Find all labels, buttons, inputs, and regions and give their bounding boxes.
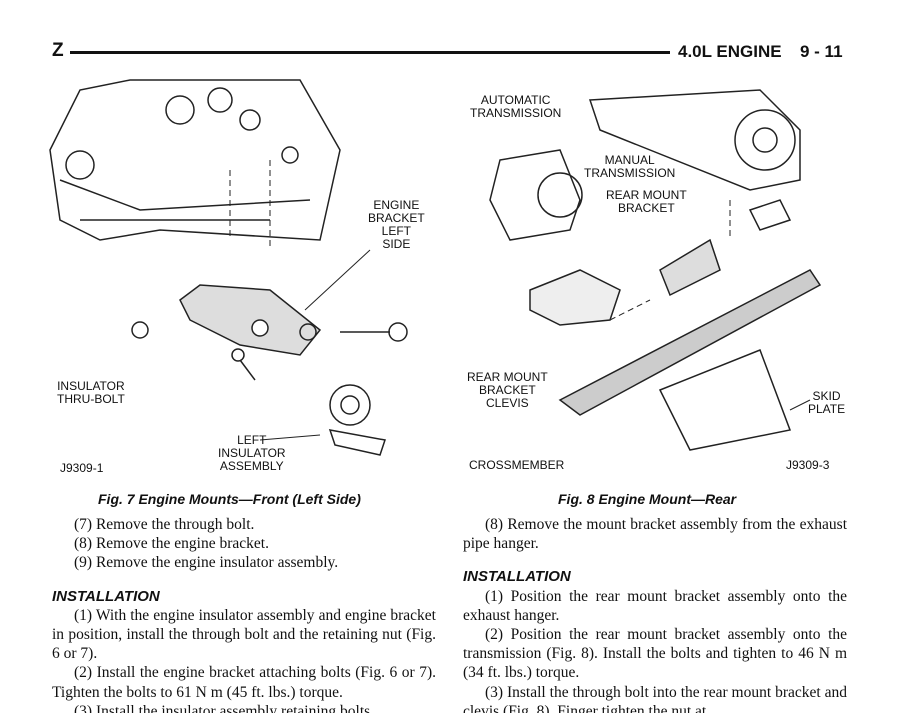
step-9: (9) Remove the engine insulator assembly… <box>74 554 339 572</box>
right-column: (8) Remove the mount bracket assembly fr… <box>463 515 847 713</box>
left-column: (7) Remove the through bolt. (8) Remove … <box>52 515 436 713</box>
label-engine-bracket: ENGINE BRACKET LEFT SIDE <box>368 198 425 251</box>
fig7-code: J9309-1 <box>60 461 104 475</box>
fig8-illustration <box>489 89 822 451</box>
label-crossmember: CROSSMEMBER <box>469 458 565 472</box>
label-skid-plate: SKID PLATE <box>808 389 846 416</box>
page-number: 9 - 11 <box>800 42 843 61</box>
fig7-caption: Fig. 7 Engine Mounts—Front (Left Side) <box>98 491 361 507</box>
header-rule <box>70 51 670 54</box>
step-8: (8) Remove the engine bracket. <box>74 535 269 553</box>
installation-heading: INSTALLATION <box>52 587 160 605</box>
rear-install-step-1: (1) Position the rear mount bracket asse… <box>463 587 847 624</box>
install-step-1: (1) With the engine insulator assembly a… <box>52 606 436 663</box>
rear-install-step-2: (2) Position the rear mount bracket asse… <box>463 626 847 682</box>
rear-install-step-3: (3) Install the through bolt into the re… <box>463 683 847 713</box>
label-left-insulator: LEFT INSULATOR ASSEMBLY <box>218 433 286 473</box>
label-clevis: REAR MOUNT BRACKET CLEVIS <box>467 370 548 410</box>
fig7-illustration <box>49 79 408 456</box>
fig8-caption: Fig. 8 Engine Mount—Rear <box>558 491 737 507</box>
installation-heading-rear: INSTALLATION <box>463 568 571 586</box>
step-7: (7) Remove the through bolt. <box>74 516 255 533</box>
fig8-code: J9309-3 <box>786 458 830 472</box>
section-letter: Z <box>52 40 64 61</box>
install-step-2: (2) Install the engine bracket attaching… <box>52 664 436 701</box>
step-8-rear: (8) Remove the mount bracket assembly fr… <box>463 516 847 553</box>
label-rear-mount-bracket: REAR MOUNT BRACKET <box>606 188 687 215</box>
label-manual-transmission: MANUAL TRANSMISSION <box>584 153 676 180</box>
install-step-3: (3) Install the insulator assembly retai… <box>74 702 371 713</box>
label-automatic-transmission: AUTOMATIC TRANSMISSION <box>470 93 562 120</box>
label-thru-bolt: INSULATOR THRU-BOLT <box>57 379 125 406</box>
header-title: 4.0L ENGINE <box>678 42 782 61</box>
